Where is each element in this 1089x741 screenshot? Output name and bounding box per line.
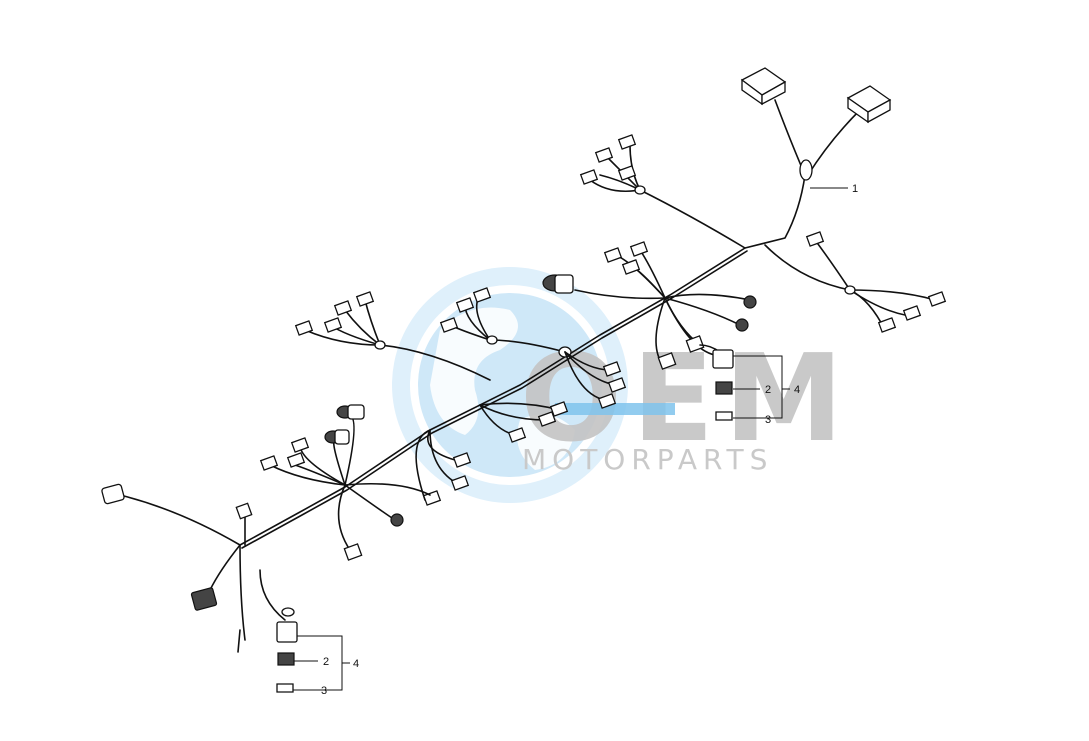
upper-branch-cluster [579,134,746,249]
callout-fuse-b: 2 [323,656,329,668]
top-branch [740,67,892,181]
callout-group-b: 4 [353,658,359,670]
callout-harness: 1 [852,183,858,195]
round-sensor-connector-lower [324,404,365,445]
callout-fuse-a: 2 [765,384,771,396]
watermark-logo: OEM [520,330,853,469]
lower-left-branch-cluster [259,404,431,561]
round-sensor-connector [542,274,574,294]
mid-branch-cluster-a [542,241,757,370]
fuse-holder-group-b: 2 3 4 [276,621,359,697]
callout-group-a: 4 [794,384,800,396]
relay-connector-left [740,67,787,106]
callout-cap-a: 3 [765,414,771,426]
fuse-holder-b [276,621,298,643]
right-branch-cluster [764,231,947,333]
callout-cap-b: 3 [321,685,327,697]
far-left-branch [101,483,295,653]
mid-lower-branch-cluster [415,401,569,506]
fuse-b [277,652,295,666]
watermark-logo-letters: OEM [520,330,853,469]
harness-callout: 1 [810,183,858,195]
fuse-a [715,381,733,395]
harness-trunk [239,174,806,549]
fuse-cap-a [715,411,733,421]
end-connector-left [101,483,125,505]
watermark-text: MOTORPARTS [522,443,773,476]
watermark: OEM MOTORPARTS [392,267,853,503]
end-connector-bottom [190,587,218,611]
watermark-globe-icon [392,267,628,503]
fuse-cap-b [276,683,294,693]
mid-branch-cluster-b [439,287,627,409]
fuse-holder-group-a: 2 3 4 [699,344,800,426]
left-upper-branch-cluster [294,291,491,381]
relay-connector-right [846,85,892,124]
fuse-holder-a [712,349,734,369]
